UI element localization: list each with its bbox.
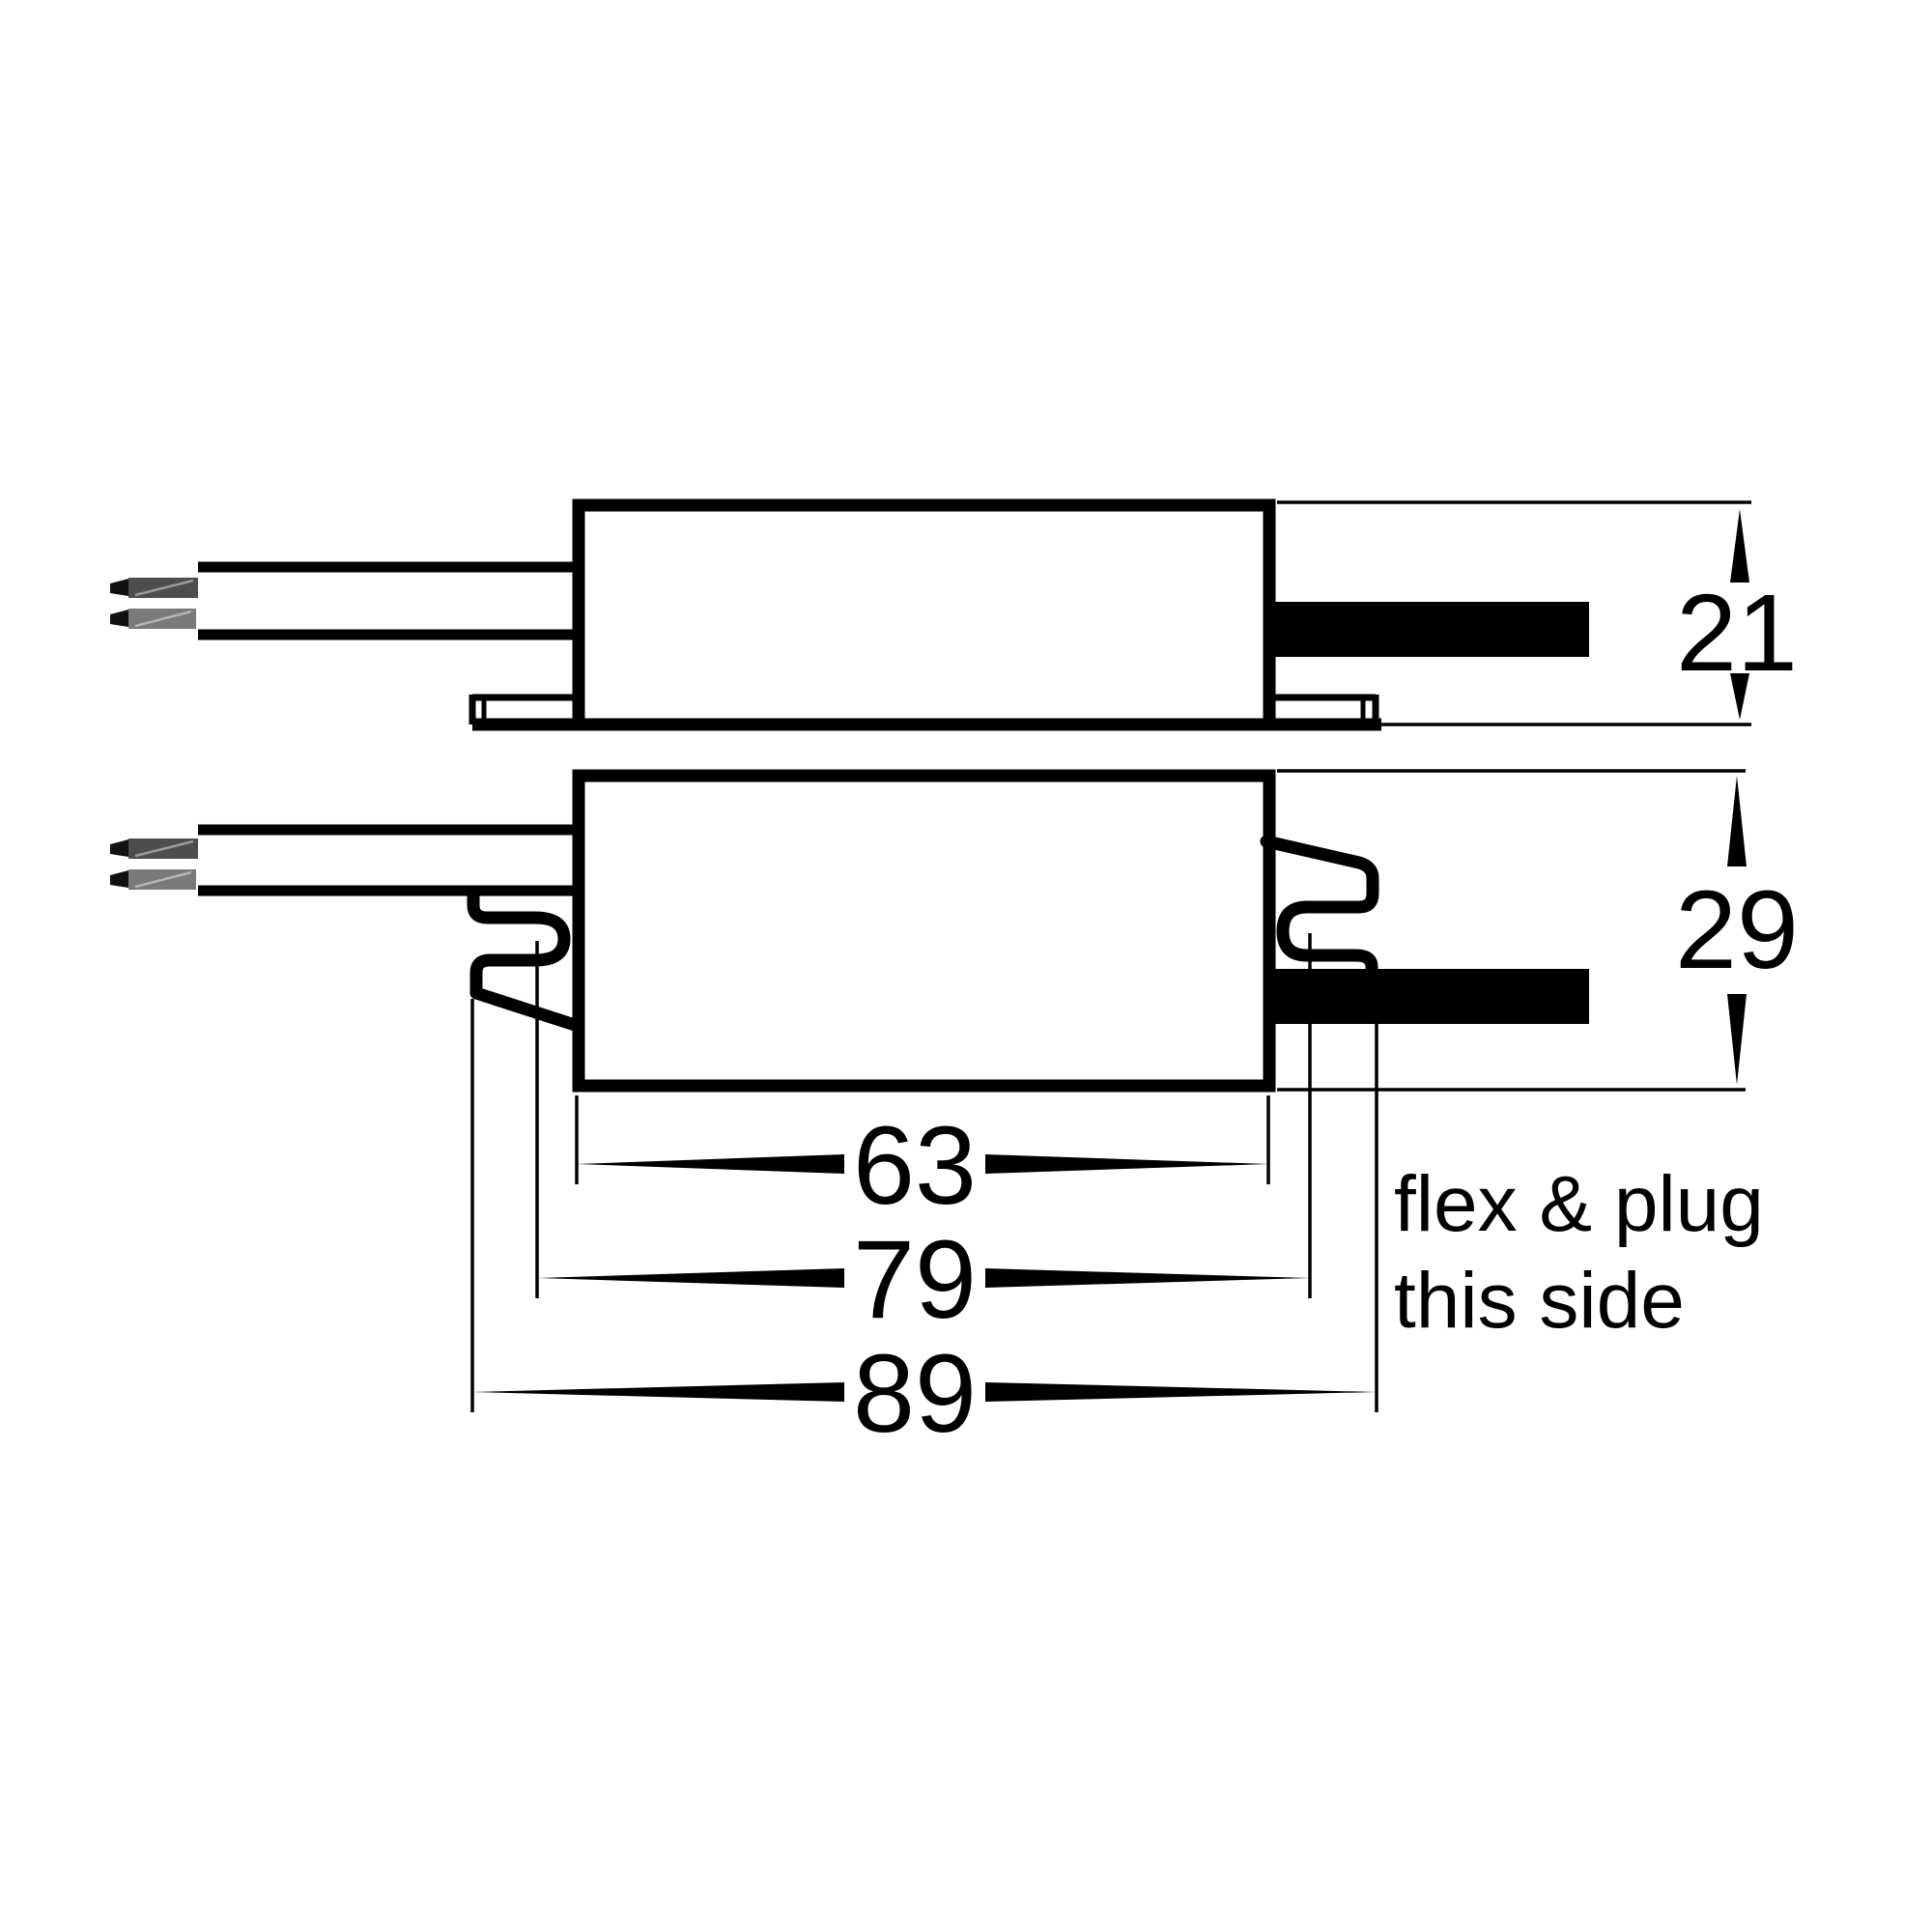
lower-view [110,769,1589,1093]
dimension-29-label: 29 [1675,868,1799,992]
upper-view-flex-cable [1275,602,1589,657]
dimension-29-arrow-down [1727,994,1747,1085]
lower-view-driver-body [572,769,1276,1093]
note-flex-plug-line1: flex & plug [1394,1160,1764,1248]
dimension-79-arrow-right [985,1268,1310,1288]
upper-view [110,498,1589,731]
dimension-21-label: 21 [1676,572,1798,694]
dimension-79-label: 79 [853,1218,977,1342]
upper-view-conductor-1-highlight [134,579,194,597]
dimension-21: 21 [1277,500,1798,726]
lower-view-conductor-1-highlight [134,839,194,858]
upper-view-driver-body [572,498,1276,731]
lower-view-mount-hook-right [1260,835,1379,974]
upper-view-input-cable-sheath [198,562,579,639]
dimension-63-label: 63 [853,1104,977,1228]
lower-view-conductor-2-tip [110,870,128,888]
dimension-79: 79 [535,933,1312,1342]
lower-view-conductor-2-highlight [134,870,192,889]
dimension-29-arrow-up [1727,776,1747,867]
dimension-21-arrow-up [1730,509,1749,582]
dimension-79-arrow-left [538,1268,844,1288]
lower-view-input-cable-sheath [198,825,579,895]
dimension-89-arrow-left [472,1382,844,1402]
dimension-29: 29 [1277,769,1799,1092]
lower-view-conductor-1-tip [110,839,128,857]
dimension-63-arrow-right [985,1154,1268,1174]
dimension-89-label: 89 [853,1332,977,1456]
upper-view-conductor-1-tip [110,579,128,596]
note-flex-plug-line2: this side [1394,1257,1685,1345]
upper-view-conductor-2-highlight [134,610,192,628]
dimension-63-arrow-left [577,1154,844,1174]
lower-view-flex-cable [1275,969,1589,1024]
lower-view-mount-hook-left [467,886,584,1033]
dimension-21-arrow-down [1730,673,1749,720]
note-flex-plug: flex & plug this side [1394,1160,1764,1345]
upper-view-conductor-2-tip [110,610,128,627]
dimension-89: 89 [470,972,1378,1456]
dimension-89-arrow-right [985,1382,1377,1402]
dimension-63: 63 [575,1095,1270,1228]
